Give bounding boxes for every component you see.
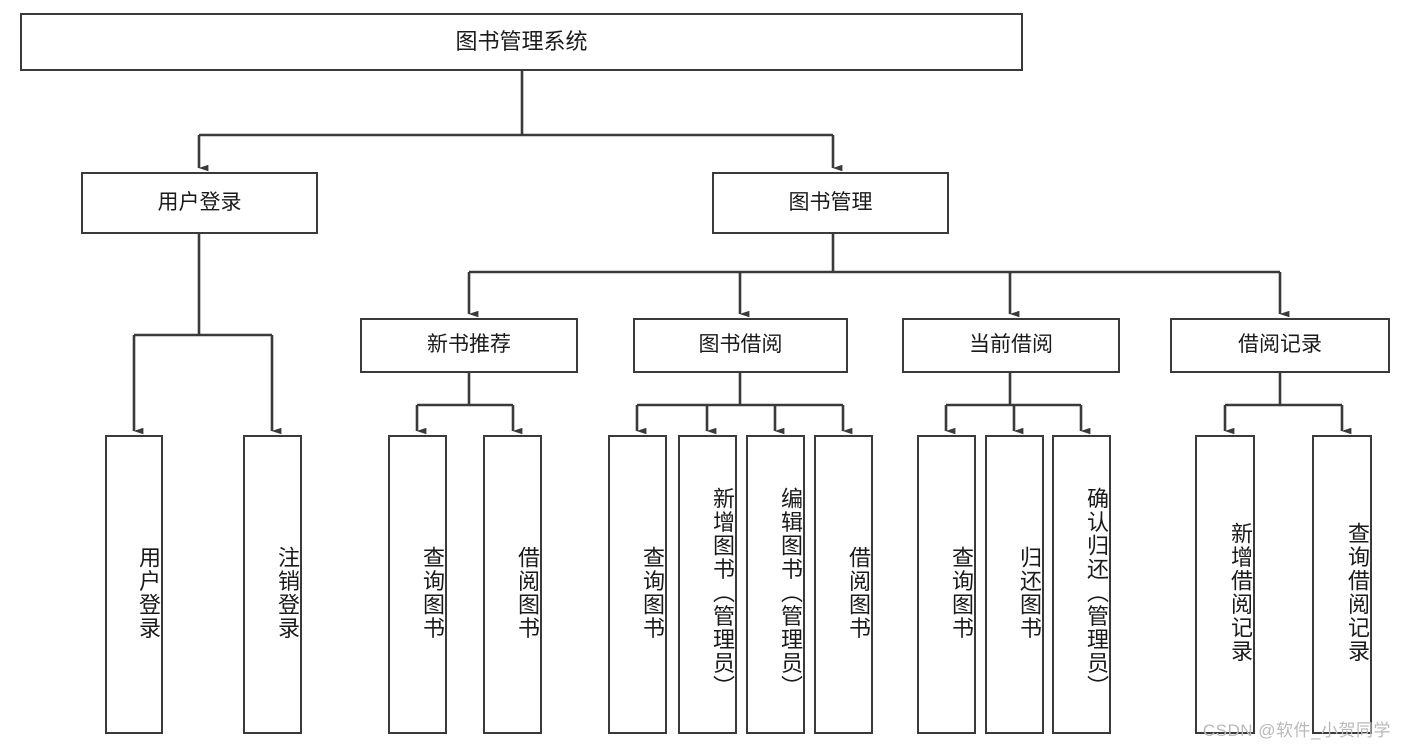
node-leaf-edit-book[interactable]: 编辑图书（管理员） <box>746 435 805 734</box>
node-leaf-borrow-book-1-label: 借阅图书 <box>515 545 540 640</box>
node-leaf-query-book-1[interactable]: 查询图书 <box>388 435 447 734</box>
node-current-borrow[interactable]: 当前借阅 <box>902 318 1120 373</box>
node-borrow-record[interactable]: 借阅记录 <box>1170 318 1390 373</box>
node-book-manage[interactable]: 图书管理 <box>712 172 949 234</box>
node-book-borrow-label: 图书借阅 <box>698 333 783 357</box>
node-leaf-query-book-1-label: 查询图书 <box>420 545 445 640</box>
node-root[interactable]: 图书管理系统 <box>20 13 1023 71</box>
node-leaf-logout-label: 注销登录 <box>275 545 300 640</box>
node-leaf-return-book[interactable]: 归还图书 <box>985 435 1044 734</box>
node-leaf-user-login-label: 用户登录 <box>136 545 161 640</box>
node-leaf-query-record-label: 查询借阅记录 <box>1345 522 1370 663</box>
node-leaf-query-book-3-label: 查询图书 <box>949 545 974 640</box>
node-leaf-borrow-book-2[interactable]: 借阅图书 <box>814 435 873 734</box>
node-leaf-add-book[interactable]: 新增图书（管理员） <box>678 435 737 734</box>
node-leaf-query-book-3[interactable]: 查询图书 <box>917 435 976 734</box>
node-root-label: 图书管理系统 <box>455 29 588 55</box>
node-new-book-recommend[interactable]: 新书推荐 <box>360 318 578 373</box>
node-book-manage-label: 图书管理 <box>788 190 873 214</box>
node-leaf-edit-book-label: 编辑图书（管理员） <box>778 486 803 699</box>
node-leaf-user-login[interactable]: 用户登录 <box>105 435 163 734</box>
node-new-book-recommend-label: 新书推荐 <box>427 333 511 357</box>
node-user-login-label: 用户登录 <box>157 190 242 214</box>
node-leaf-confirm-return[interactable]: 确认归还（管理员） <box>1052 435 1111 734</box>
node-leaf-add-record-label: 新增借阅记录 <box>1228 522 1253 663</box>
node-user-login[interactable]: 用户登录 <box>81 172 318 234</box>
node-leaf-query-book-2-label: 查询图书 <box>640 545 665 640</box>
node-leaf-query-book-2[interactable]: 查询图书 <box>608 435 667 734</box>
node-leaf-logout[interactable]: 注销登录 <box>243 435 302 734</box>
node-borrow-record-label: 借阅记录 <box>1238 333 1322 357</box>
node-leaf-borrow-book-2-label: 借阅图书 <box>846 545 871 640</box>
csdn-watermark: CSDN @软件_小贺同学 <box>1202 721 1391 740</box>
node-book-borrow[interactable]: 图书借阅 <box>633 318 848 373</box>
node-leaf-add-book-label: 新增图书（管理员） <box>710 486 735 699</box>
node-leaf-return-book-label: 归还图书 <box>1017 545 1042 640</box>
node-leaf-add-record[interactable]: 新增借阅记录 <box>1195 435 1255 734</box>
node-leaf-confirm-return-label: 确认归还（管理员） <box>1084 486 1109 699</box>
node-leaf-query-record[interactable]: 查询借阅记录 <box>1312 435 1372 734</box>
node-leaf-borrow-book-1[interactable]: 借阅图书 <box>483 435 542 734</box>
node-current-borrow-label: 当前借阅 <box>969 333 1053 357</box>
